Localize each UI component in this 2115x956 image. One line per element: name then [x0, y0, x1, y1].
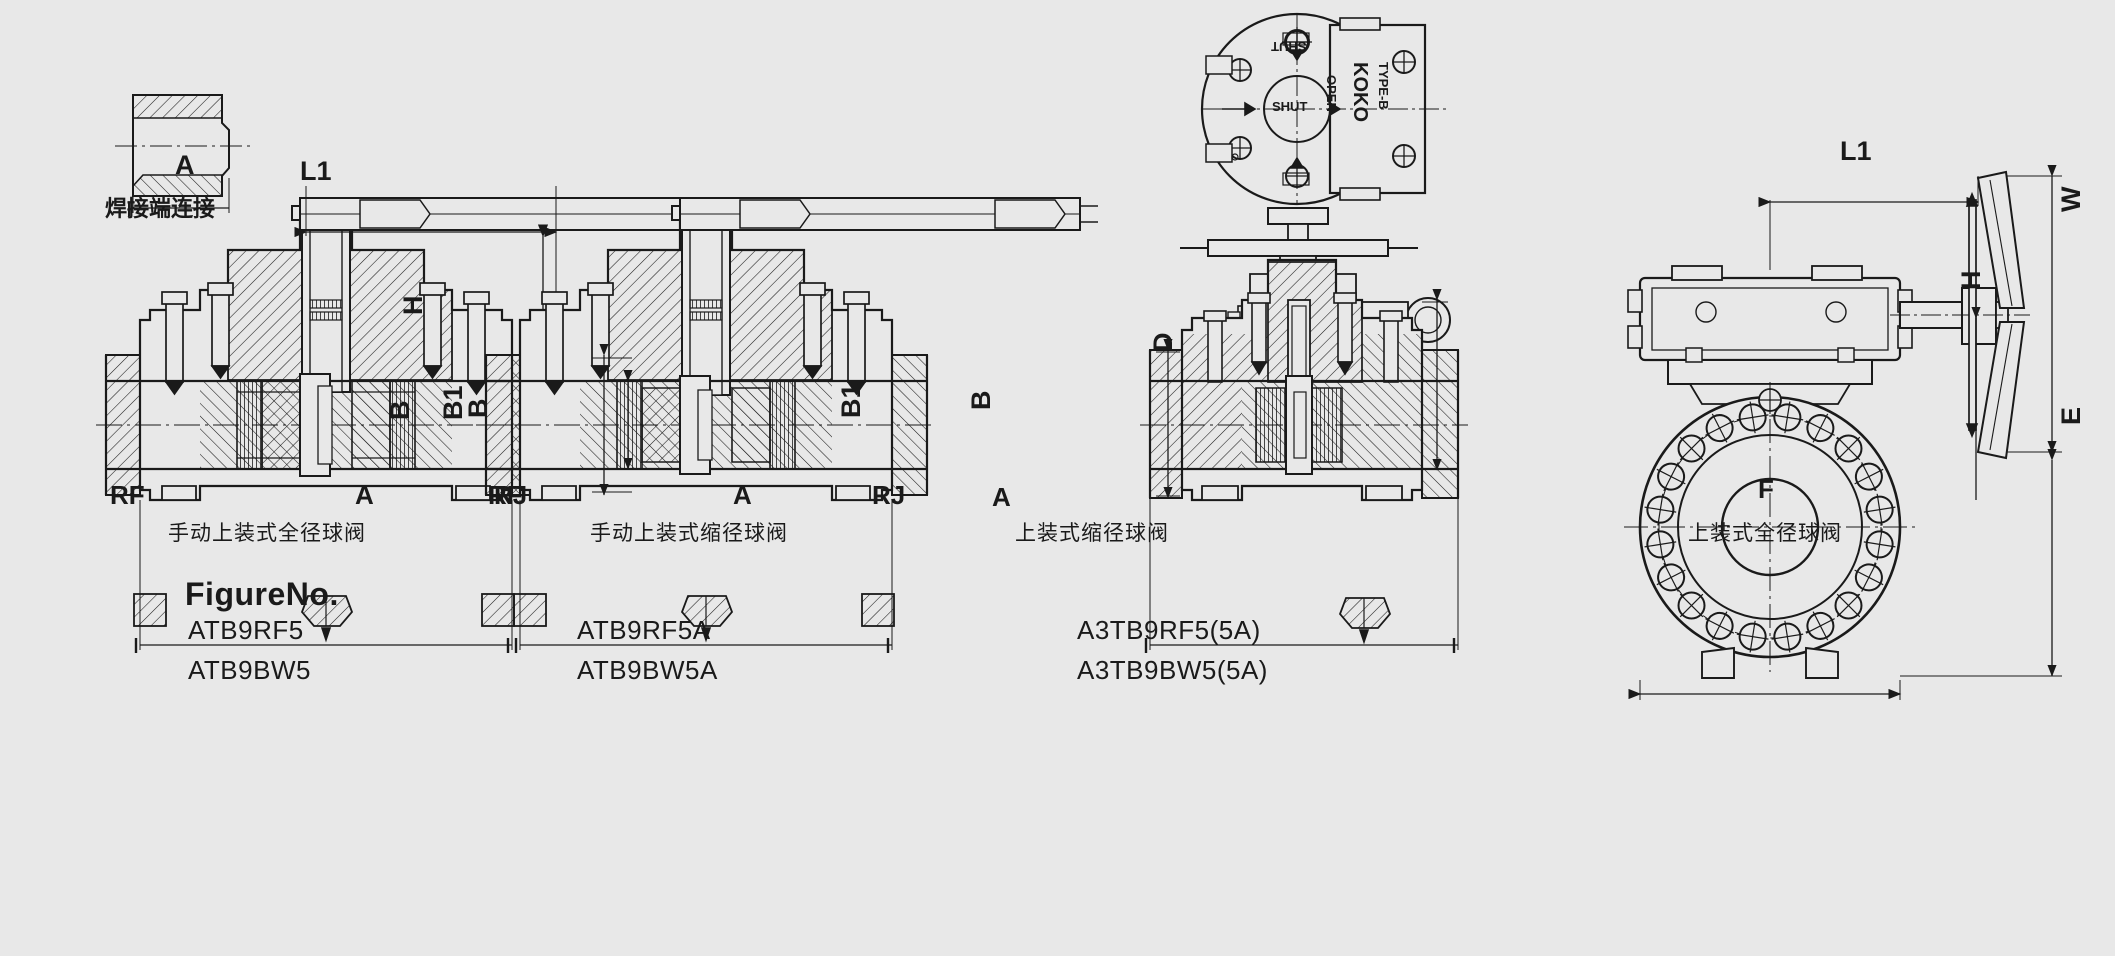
actuator-brand-label: KOKO — [1349, 62, 1371, 122]
weld-detail-caption: 焊接端连接 — [105, 197, 216, 222]
figure-4-drawing — [1624, 164, 2062, 700]
fig4-dim-l1: L1 — [1840, 136, 1872, 166]
fig4-dim-e: E — [2056, 406, 2086, 425]
actuator-label-shut-bottom: SHUT — [1272, 99, 1308, 114]
figure-number-c3-r2: A3TB9BW5(5A) — [1077, 655, 1268, 685]
fig3-caption: 上装式缩径球阀 — [1015, 521, 1169, 545]
figure-1-drawing — [96, 186, 810, 653]
actuator-type-label: TYPE-B — [1376, 62, 1391, 110]
flange-bolt-holes — [1644, 401, 1896, 653]
fig1-end-left: RF — [110, 480, 145, 510]
figure-2-drawing — [476, 197, 1098, 653]
figure-number-c3-r1: A3TB9RF5(5A) — [1077, 615, 1261, 645]
fig2-caption: 手动上装式缩径球阀 — [590, 521, 788, 545]
fig4-dim-f: F — [1758, 474, 1774, 504]
fig4-dim-h: H — [1956, 270, 1986, 291]
fig1-end-right: RJ — [494, 480, 528, 510]
fig2-end-left: RF — [488, 480, 523, 510]
weld-detail-dim-a: A — [175, 150, 195, 180]
fig2-dim-a: A — [733, 480, 752, 510]
fig3-dim-b: B — [966, 390, 996, 411]
figure-table-title: FigureNo. — [185, 576, 339, 612]
fig2-dim-b: B — [463, 398, 493, 419]
figure-number-c2-r2: ATB9BW5A — [577, 655, 718, 685]
fig2-end-right: RJ — [872, 480, 906, 510]
figure-number-c2-r1: ATB9RF5A — [577, 615, 711, 645]
figure-number-c1-r1: ATB9RF5 — [188, 615, 304, 645]
fig1-dim-a: A — [355, 480, 374, 510]
figure-3-drawing — [1140, 12, 1468, 653]
fig4-caption: 上装式全径球阀 — [1688, 521, 1842, 545]
weld-end-detail — [115, 94, 250, 216]
actuator-label-shut-top: SHUT — [1271, 39, 1307, 54]
fig3-dim-b1: B1 — [836, 383, 866, 418]
actuator-top-plate — [1148, 12, 1450, 206]
figure-number-c1-r2: ATB9BW5 — [188, 655, 311, 685]
actuator-label-open: OPEN — [1324, 75, 1339, 112]
fig1-caption: 手动上装式全径球阀 — [168, 521, 366, 545]
fig3-dim-d: D — [1148, 332, 1178, 353]
fig1-dim-h: H — [398, 295, 428, 316]
fig1-dim-l1: L1 — [300, 156, 332, 186]
fig1-dim-b: B — [385, 400, 415, 421]
flange-face-view — [1624, 382, 1916, 679]
fig4-dim-w: W — [2056, 186, 2086, 212]
fig3-dim-a: A — [992, 482, 1011, 512]
